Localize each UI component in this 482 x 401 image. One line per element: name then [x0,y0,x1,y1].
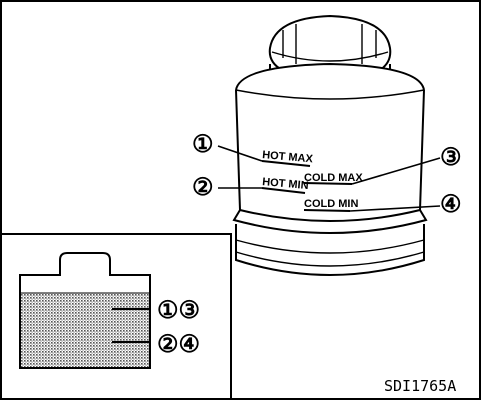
hot-min-mark [261,187,306,194]
callout-2: ② [192,174,214,201]
level-marks [261,160,353,212]
reservoir-body [235,89,425,211]
inset-lower-callouts: ②④ [157,331,200,358]
reservoir-base [232,208,428,234]
reservoir-cap [268,14,392,71]
callout-4: ④ [440,191,462,218]
inset-panel: ①③ ②④ [0,233,232,400]
leader-lines [217,145,441,212]
figure-code: SDI1765A [384,377,456,395]
hot-max-label: HOT MAX [262,149,314,165]
hot-max-mark [261,160,311,167]
hot-min-label: HOT MIN [262,176,309,192]
callout-1: ① [192,131,214,158]
inset-liquid [21,293,149,367]
inset-upper-callouts: ①③ [157,297,200,324]
cold-max-label: COLD MAX [304,172,363,184]
callout-3: ③ [440,144,462,171]
reservoir-shoulder [235,62,425,91]
cold-max-mark [303,182,353,185]
reservoir-tank [232,14,428,276]
cold-min-mark [303,209,351,212]
cold-min-label: COLD MIN [304,198,358,210]
